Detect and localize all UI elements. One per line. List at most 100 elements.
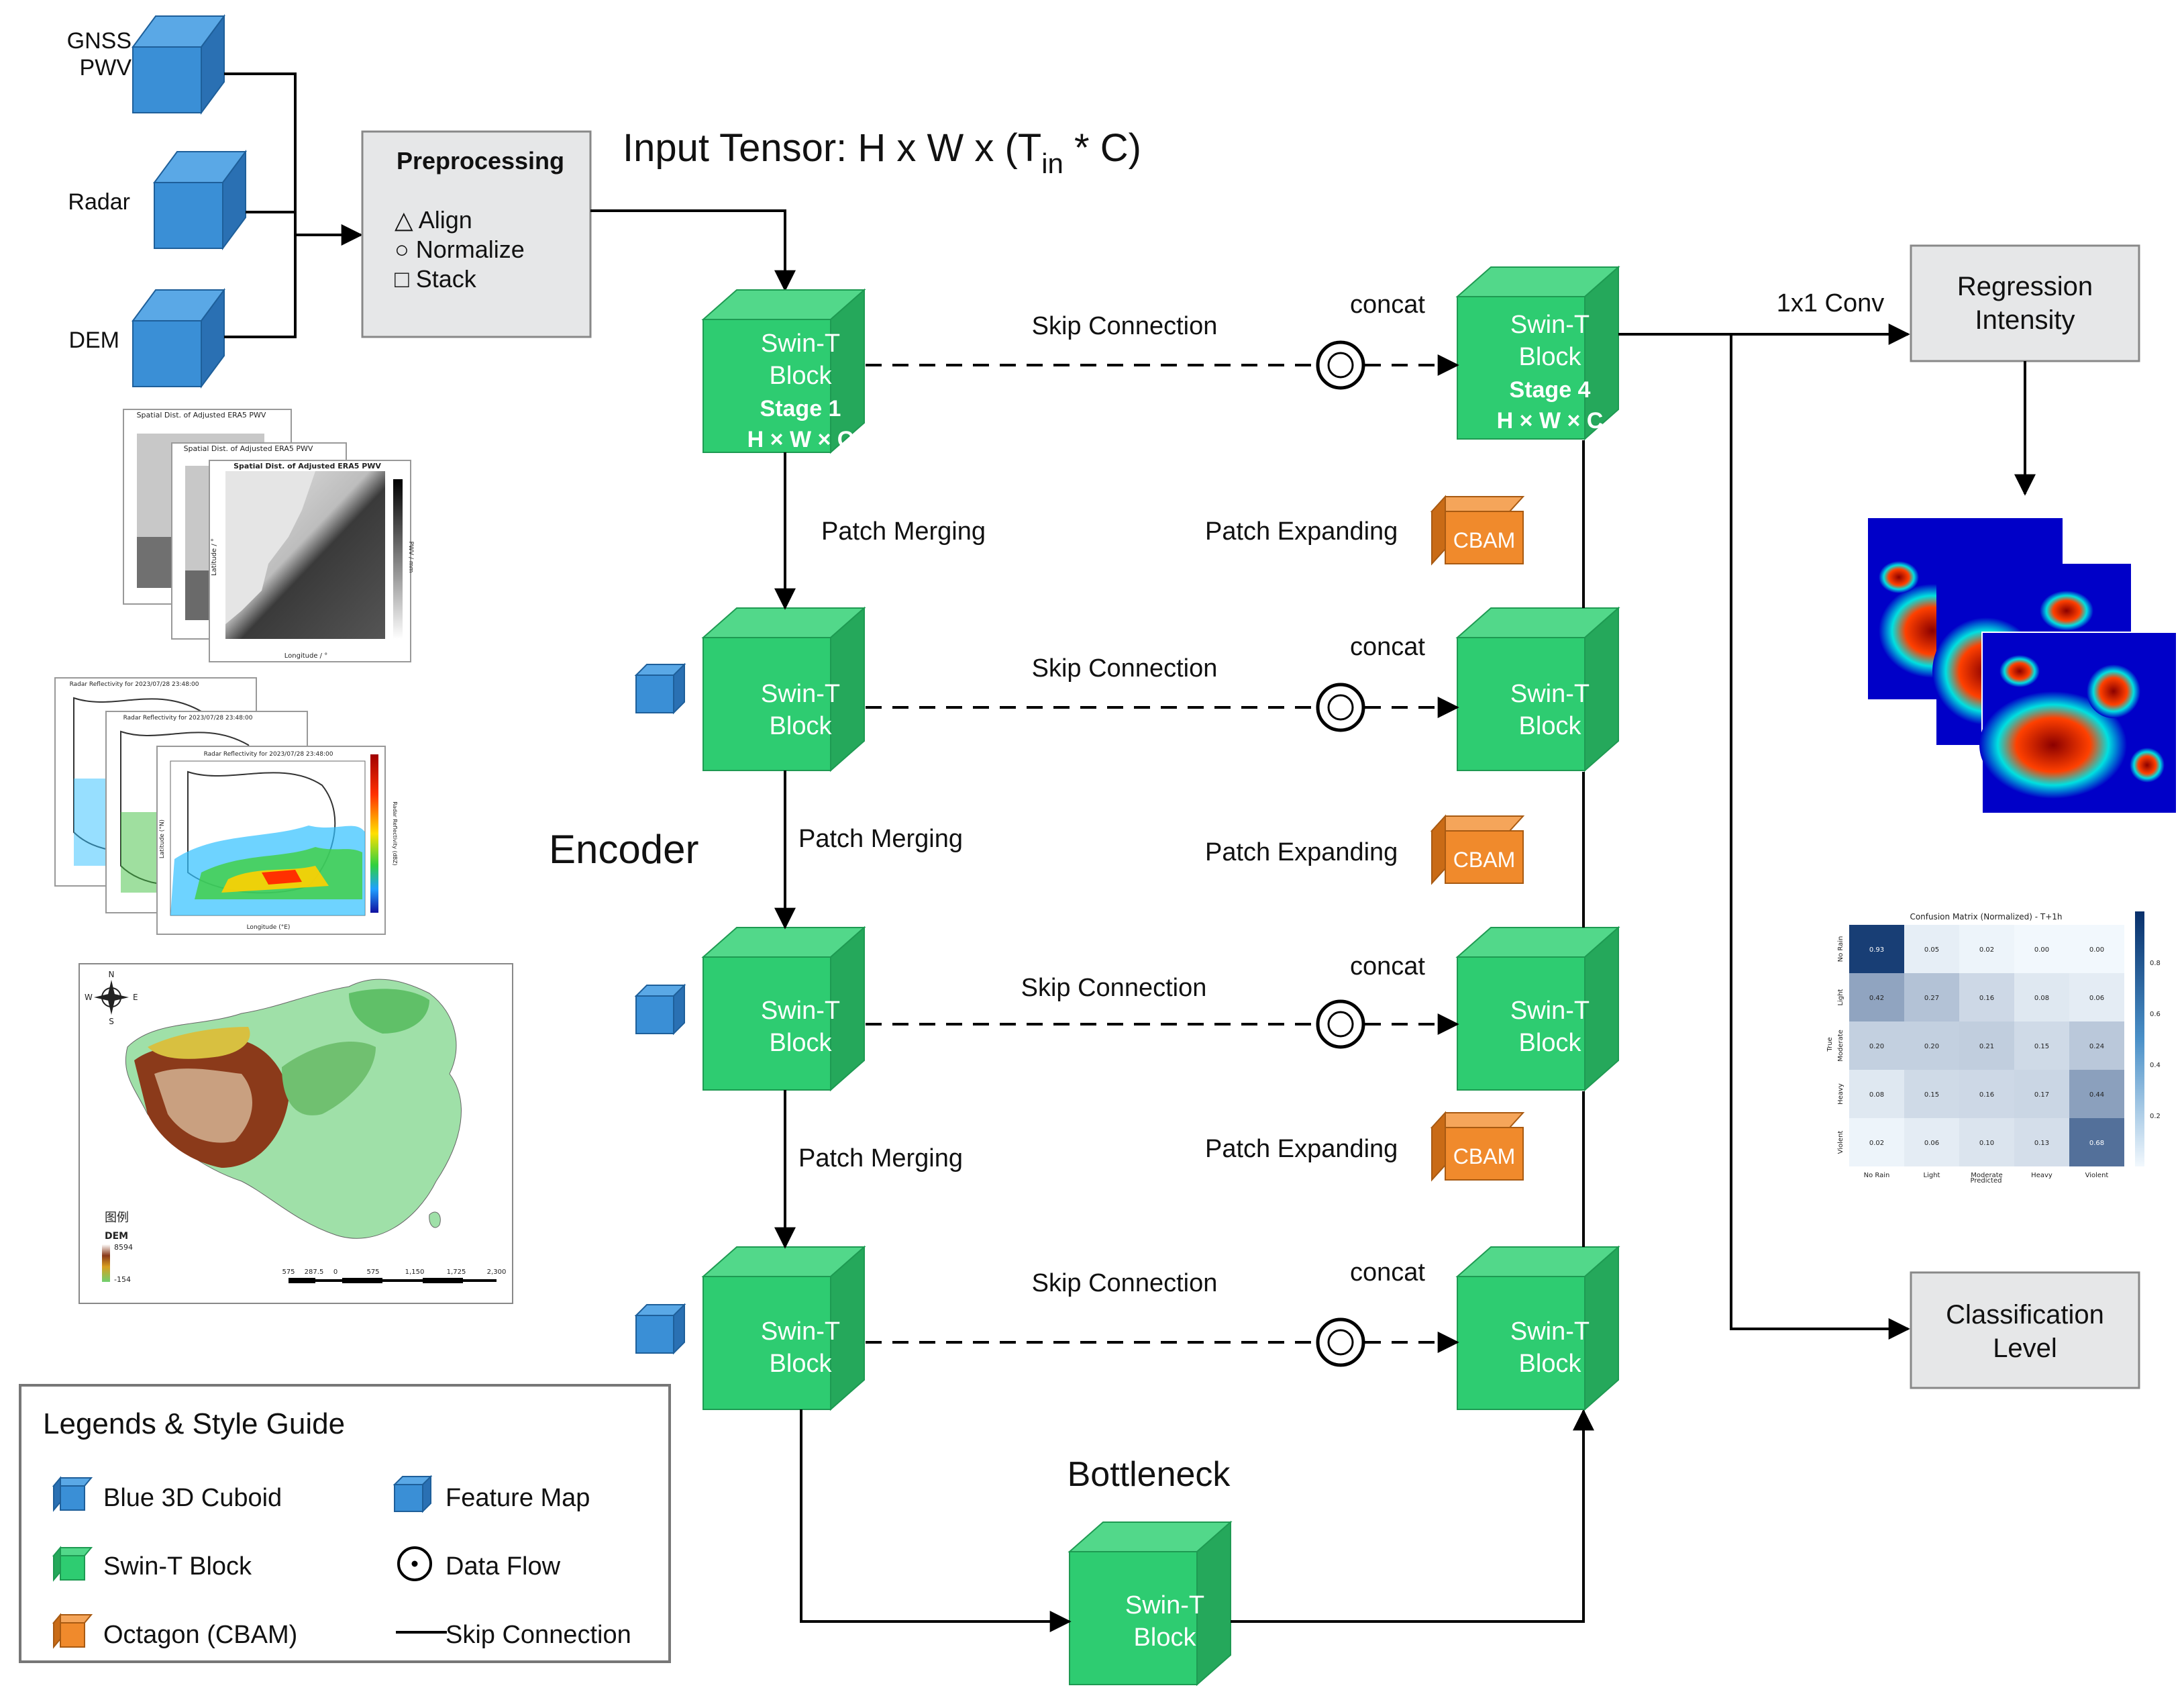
confusion-cell xyxy=(1959,1070,2014,1118)
patch-expanding-label-2: Patch Expanding xyxy=(1205,838,1398,866)
confusion-cell xyxy=(2069,925,2124,973)
confusion-y-tick: Heavy xyxy=(1837,1083,1844,1105)
cbam-cube-1 xyxy=(1430,495,1525,566)
confusion-cell-value: 0.00 xyxy=(2089,946,2104,954)
legend-item-swin-block: Swin-T Block xyxy=(103,1552,252,1581)
bottleneck-to-decoder-arrow xyxy=(1231,1409,1594,1623)
dem-legend-title: 图例 xyxy=(105,1211,129,1225)
cbam-cube-3 xyxy=(1430,1111,1525,1182)
compass-s: S xyxy=(109,1017,114,1026)
dem-legend-name: DEM xyxy=(105,1231,128,1242)
dem-scale-label: 1,150 xyxy=(405,1268,425,1276)
dem-scale-label: 575 xyxy=(366,1268,379,1276)
pwv-cbar-label: PWV / mm xyxy=(407,542,414,573)
cbam-cube-2 xyxy=(1430,814,1525,885)
confusion-cell-value: 0.10 xyxy=(1979,1140,1994,1147)
stage4-label: Stage 4 xyxy=(1510,377,1591,403)
encoder-block4-line1: Swin-T xyxy=(761,1317,840,1346)
confusion-cell-value: 0.44 xyxy=(2089,1091,2104,1099)
confusion-y-tick: No Rain xyxy=(1837,936,1844,962)
encoder-label: Encoder xyxy=(549,827,698,872)
confusion-colorbar xyxy=(2135,911,2144,1166)
legend-item-feature-map: Feature Map xyxy=(446,1484,590,1512)
decoder-block4-line1: Swin-T xyxy=(1510,1317,1590,1346)
stage1-label: Stage 1 xyxy=(760,396,841,421)
radar-cbar-label: Radar Reflectivity (dBZ) xyxy=(392,801,398,866)
regression-line2: Intensity xyxy=(1975,305,2075,335)
decoder-block-3 xyxy=(1455,926,1620,1092)
input-connectors xyxy=(224,72,363,338)
decoder-block3-line2: Block xyxy=(1519,1029,1582,1057)
legend-blue-cuboid-icon xyxy=(52,1476,93,1512)
confusion-cell xyxy=(1959,1021,2014,1070)
confusion-cell xyxy=(2069,1118,2124,1166)
confusion-cell-value: 0.20 xyxy=(1869,1043,1884,1050)
confusion-cell xyxy=(1959,1118,2014,1166)
confusion-cell xyxy=(2069,1070,2124,1118)
confusion-x-tick: Moderate xyxy=(1971,1172,2003,1179)
confusion-colorbar-tick: 0.8 xyxy=(2150,960,2161,967)
legend-octagon-icon xyxy=(52,1613,93,1649)
bottleneck-label: Bottleneck xyxy=(1068,1455,1231,1494)
encoder-block4-line2: Block xyxy=(770,1350,833,1378)
decoder-block-4 xyxy=(1455,1245,1620,1411)
decoder-block-2 xyxy=(1455,606,1620,772)
legend-item-data-flow: Data Flow xyxy=(446,1552,561,1581)
dem-legend-min: -154 xyxy=(114,1275,131,1284)
decoder-stage4-block xyxy=(1455,265,1620,441)
confusion-cell-value: 0.08 xyxy=(2034,995,2049,1002)
concat-label-3: concat xyxy=(1350,952,1425,981)
pwv-map-title-1: Spatial Dist. of Adjusted ERA5 PWV xyxy=(137,411,266,419)
preprocessing-title: Preprocessing xyxy=(397,147,564,174)
confusion-cell xyxy=(1849,925,1904,973)
pwv-map-title-3: Spatial Dist. of Adjusted ERA5 PWV xyxy=(233,462,381,470)
patch-merging-label-3: Patch Merging xyxy=(798,1144,963,1172)
skip-connection-label-1: Skip Connection xyxy=(1032,312,1218,340)
confusion-cell-value: 0.16 xyxy=(1979,1091,1994,1099)
intensity-heatmap-stack xyxy=(1868,518,2177,814)
confusion-x-tick: Heavy xyxy=(2031,1172,2052,1179)
confusion-y-tick: Moderate xyxy=(1837,1030,1844,1062)
feature-map-cube-3 xyxy=(634,1303,686,1355)
confusion-cell-value: 0.02 xyxy=(1869,1140,1884,1147)
radar-title-3: Radar Reflectivity for 2023/07/28 23:48:… xyxy=(204,751,333,758)
encoder-stage1-block xyxy=(701,288,866,454)
confusion-cell xyxy=(1904,1118,1959,1166)
confusion-cell-value: 0.68 xyxy=(2089,1140,2104,1147)
preprocessing-box xyxy=(361,130,592,338)
radar-title-2: Radar Reflectivity for 2023/07/28 23:48:… xyxy=(123,715,253,721)
stage4-block-line2: Block xyxy=(1519,343,1582,371)
decoder-block4-line2: Block xyxy=(1519,1350,1582,1378)
confusion-matrix-title: Confusion Matrix (Normalized) - T+1h xyxy=(1910,912,2062,921)
compass-e: E xyxy=(133,993,138,1002)
confusion-cell xyxy=(1959,973,2014,1021)
dem-scale-label: 2,300 xyxy=(487,1268,507,1276)
encoder-block3-line2: Block xyxy=(770,1029,833,1057)
patch-expanding-label-1: Patch Expanding xyxy=(1205,517,1398,546)
dem-scale-label: 1,725 xyxy=(447,1268,466,1276)
confusion-cell xyxy=(2069,1021,2124,1070)
legend-box xyxy=(19,1384,671,1663)
confusion-cell-value: 0.93 xyxy=(1869,946,1884,954)
preprocessing-to-stage1-arrow xyxy=(590,209,796,292)
concat-label-1: concat xyxy=(1350,291,1425,319)
dem-colorbar xyxy=(102,1244,110,1282)
stage1-block-line1: Swin-T xyxy=(761,330,840,358)
stage1-dims: H × W × C xyxy=(747,427,854,452)
legend-feature-map-icon xyxy=(393,1475,433,1513)
confusion-matrix-ylabel: True xyxy=(1826,1037,1834,1052)
dem-label: DEM xyxy=(68,328,119,353)
decoder-block2-line1: Swin-T xyxy=(1510,680,1590,708)
confusion-cell xyxy=(1904,1070,1959,1118)
dem-scale-label: 287.5 xyxy=(305,1268,324,1276)
classification-line1: Classification xyxy=(1946,1300,2104,1330)
legend-item-octagon: Octagon (CBAM) xyxy=(103,1621,297,1649)
stage4-block-line1: Swin-T xyxy=(1510,311,1590,339)
dem-map xyxy=(79,963,513,1304)
confusion-cell-value: 0.27 xyxy=(1924,995,1939,1002)
stage4-dims: H × W × C xyxy=(1497,408,1604,434)
legend-item-skip-connection: Skip Connection xyxy=(446,1621,631,1649)
confusion-cell xyxy=(1904,1021,1959,1070)
